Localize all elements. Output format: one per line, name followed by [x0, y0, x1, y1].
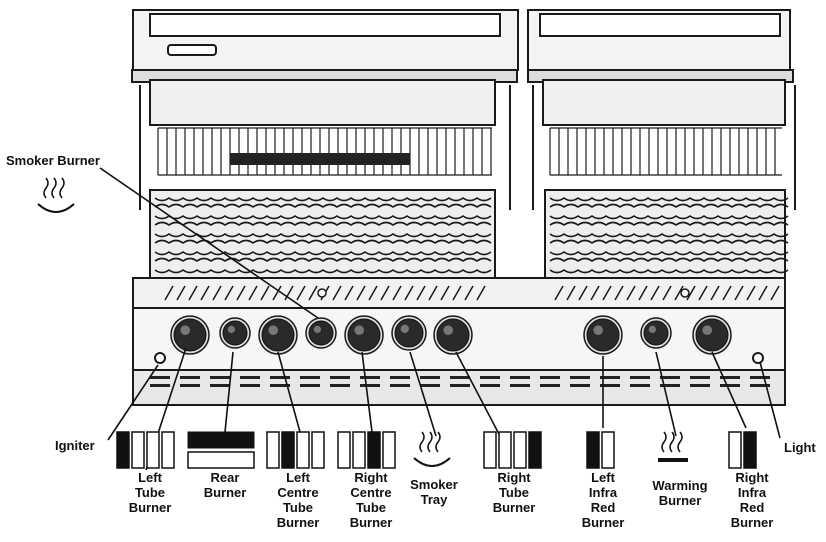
right-centre-tube-burner-icon — [337, 431, 396, 469]
left-infra-red-burner-icon — [586, 431, 615, 469]
smoker-box — [230, 153, 410, 165]
right-grate-area — [544, 189, 786, 279]
left-tube-burner-icon — [116, 431, 175, 469]
leader-smoker-burner — [99, 167, 319, 319]
light-button — [752, 352, 764, 364]
legend-icons — [37, 177, 757, 469]
right-cooking-grate — [549, 197, 789, 274]
lower-vent-slots — [150, 376, 770, 387]
grill-illustration — [131, 9, 796, 406]
lower-front — [132, 369, 786, 406]
left-cooking-grate — [154, 197, 492, 274]
control-knobs — [170, 315, 732, 355]
smoker-burner-icon — [37, 177, 75, 213]
smoker-tray-icon — [413, 431, 451, 467]
left-warming-rack — [157, 127, 492, 176]
leader-left-centre — [277, 351, 301, 433]
left-infra-red-burner-label: Left Infra Red Burner — [581, 470, 625, 530]
leader-warming — [655, 351, 677, 437]
left-centre-tube-burner-label: Left Centre Tube Burner — [276, 470, 320, 530]
vent-slots — [164, 285, 780, 301]
leader-right-infra — [711, 351, 747, 429]
igniter-button — [154, 352, 166, 364]
smoker-tray-label: Smoker Tray — [410, 477, 458, 507]
right-infra-red-burner-icon — [728, 431, 757, 469]
smoker-burner-label: Smoker Burner — [6, 153, 100, 168]
right-tube-burner-label: Right Tube Burner — [492, 470, 536, 515]
leader-smoker-tray — [409, 351, 437, 437]
left-tube-burner-label: Left Tube Burner — [128, 470, 172, 515]
right-infra-red-burner-label: Right Infra Red Burner — [730, 470, 774, 530]
leader-light — [759, 361, 781, 439]
rear-burner-icon — [187, 431, 255, 469]
light-label: Light — [784, 440, 816, 455]
leader-lines — [99, 167, 781, 471]
leader-rear — [224, 351, 234, 433]
leader-igniter — [107, 364, 159, 441]
rear-burner-label: Rear Burner — [203, 470, 247, 500]
right-tube-burner-icon — [483, 431, 542, 469]
right-hood — [527, 9, 796, 210]
right-warming-rack — [549, 127, 782, 176]
leader-right-centre — [361, 351, 373, 433]
igniter-label: Igniter — [55, 438, 95, 453]
left-centre-tube-burner-icon — [266, 431, 325, 469]
warming-burner-icon — [658, 431, 688, 462]
right-centre-tube-burner-label: Right Centre Tube Burner — [349, 470, 393, 530]
leader-right-tube — [455, 351, 501, 437]
warming-burner-label: Warming Burner — [652, 478, 708, 508]
left-hood — [131, 9, 519, 210]
